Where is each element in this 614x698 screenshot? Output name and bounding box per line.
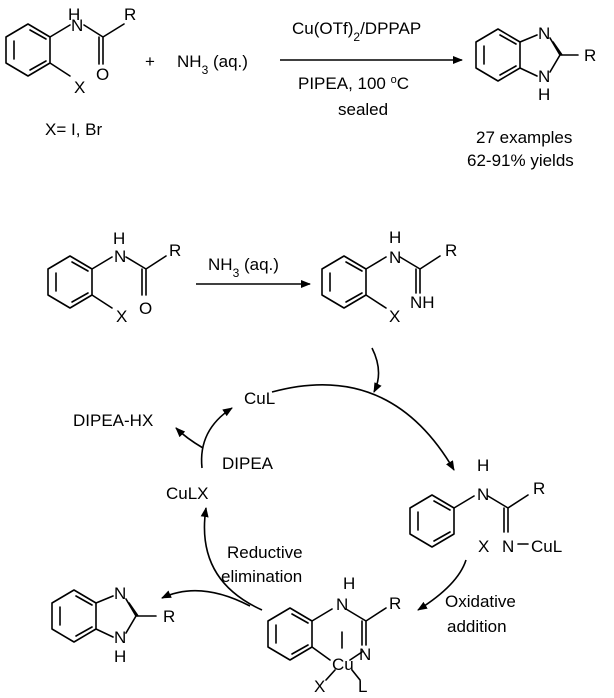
release-arrow — [161, 589, 251, 607]
atom-label-n: N — [114, 628, 126, 647]
starting-material-anilide: H N R O X — [5, 5, 136, 97]
atom-label-h: H — [538, 85, 550, 104]
amidine-intermediate: H N R NH X — [321, 228, 457, 326]
dipea-arrow — [200, 407, 233, 469]
step1-reagent: NH3 (aq.) — [208, 255, 279, 280]
atom-label-r: R — [584, 46, 596, 65]
halogen-note: X= I, Br — [45, 120, 102, 139]
atom-label-h: H — [114, 647, 126, 666]
cul-catalyst: CuL — [244, 389, 275, 408]
atom-label-x: X — [116, 307, 127, 326]
atom-label-n: N — [114, 247, 126, 266]
atom-label-h: H — [389, 228, 401, 247]
copper-amidine-complex: H N R N CuL X — [409, 456, 562, 556]
copper-metallacycle: H N R N Cu X L — [267, 574, 401, 696]
product-benzimidazole: N N H R — [475, 24, 596, 104]
atom-label-o: O — [96, 65, 109, 84]
dipea-label: DIPEA — [222, 454, 274, 473]
atom-label-n: N — [538, 24, 550, 43]
atom-label-n: N — [336, 595, 348, 614]
cycle-arc-top — [271, 384, 455, 471]
atom-label-r: R — [169, 241, 181, 260]
atom-label-r: R — [124, 5, 136, 24]
byproduct-label: DIPEA-HX — [73, 411, 153, 430]
atom-label-l: L — [358, 677, 367, 696]
atom-label-h: H — [113, 229, 125, 248]
atom-label-o: O — [139, 299, 152, 318]
atom-label-n: N — [477, 485, 489, 504]
atom-label-n: N — [71, 16, 83, 35]
culx-label: CuLX — [166, 484, 209, 503]
atom-label-r: R — [163, 607, 175, 626]
atom-label-r: R — [389, 594, 401, 613]
atom-label-n: N — [114, 584, 126, 603]
oxidative-label-2: addition — [447, 617, 507, 636]
atom-label-x: X — [478, 537, 489, 556]
atom-label-x: X — [389, 307, 400, 326]
cycle-arc-right — [417, 559, 467, 611]
atom-label-x: X — [74, 78, 85, 97]
released-benzimidazole: N N H R — [51, 584, 175, 666]
atom-label-r: R — [445, 241, 457, 260]
reductive-label-1: Reductive — [227, 543, 303, 562]
atom-label-n: N — [502, 537, 514, 556]
byproduct-arrow — [175, 427, 204, 449]
atom-label-x: X — [314, 677, 325, 696]
examples-count: 27 examples — [476, 128, 572, 147]
atom-label-nh: NH — [410, 293, 435, 312]
reductive-label-2: elimination — [221, 567, 302, 586]
atom-label-h: H — [343, 574, 355, 593]
plus-sign: + — [145, 52, 155, 71]
oxidative-label-1: Oxidative — [445, 592, 516, 611]
entry-arrow — [371, 347, 382, 393]
atom-label-n: N — [389, 248, 401, 267]
conditions-label: PIPEA, 100 oC — [298, 74, 409, 93]
atom-label-h: H — [68, 5, 80, 24]
atom-label-cul: CuL — [531, 537, 562, 556]
atom-label-r: R — [533, 479, 545, 498]
reagent-ammonia: NH3 (aq.) — [177, 52, 248, 77]
atom-label-n: N — [359, 645, 371, 664]
catalyst-label: Cu(OTf)2/DPPAP — [292, 19, 421, 44]
atom-label-h: H — [477, 456, 489, 475]
atom-label-cu: Cu — [332, 655, 354, 674]
yield-range: 62-91% yields — [467, 151, 574, 170]
conditions-sealed: sealed — [338, 100, 388, 119]
mechanism-anilide: H N R O X — [47, 229, 181, 326]
cycle-arc-left — [200, 507, 263, 611]
atom-label-n: N — [538, 67, 550, 86]
